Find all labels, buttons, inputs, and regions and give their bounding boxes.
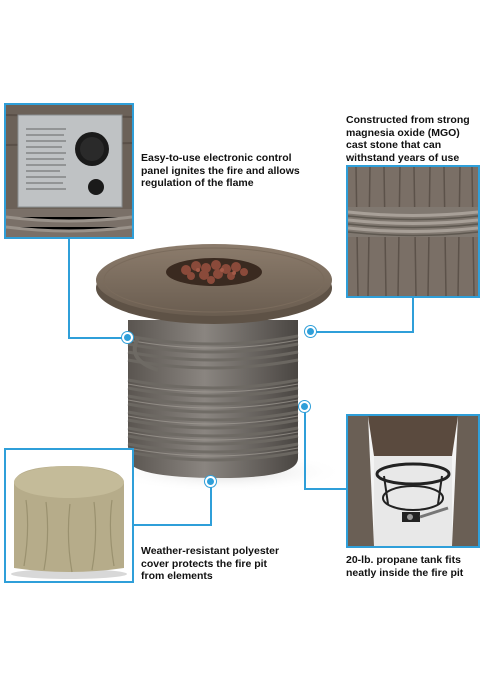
material-caption: Constructed from strong magnesia oxide (… (346, 114, 470, 164)
stone-texture-photo (348, 167, 478, 296)
cover-caption: Weather-resistant polyester cover protec… (141, 545, 280, 582)
control-panel-inset (4, 103, 134, 239)
connector-line (304, 488, 348, 490)
control-panel-caption: Easy-to-use electronic control panel ign… (141, 152, 300, 189)
propane-inset (346, 414, 480, 548)
connector-dot (205, 476, 216, 487)
fire-pit-image (86, 240, 356, 495)
connector-line (316, 331, 414, 333)
connector-dot (122, 332, 133, 343)
connector-line (412, 298, 414, 333)
control-panel-photo (6, 105, 132, 237)
connector-line (68, 337, 128, 339)
connector-line (68, 239, 70, 338)
connector-line (132, 524, 212, 526)
material-inset (346, 165, 480, 298)
cover-photo (6, 450, 132, 581)
tank-interior-photo (348, 416, 478, 546)
connector-dot (299, 401, 310, 412)
connector-line (210, 485, 212, 526)
connector-dot (305, 326, 316, 337)
propane-caption: 20-lb. propane tank fits neatly inside t… (346, 554, 464, 579)
cover-inset (4, 448, 134, 583)
connector-line (304, 410, 306, 490)
